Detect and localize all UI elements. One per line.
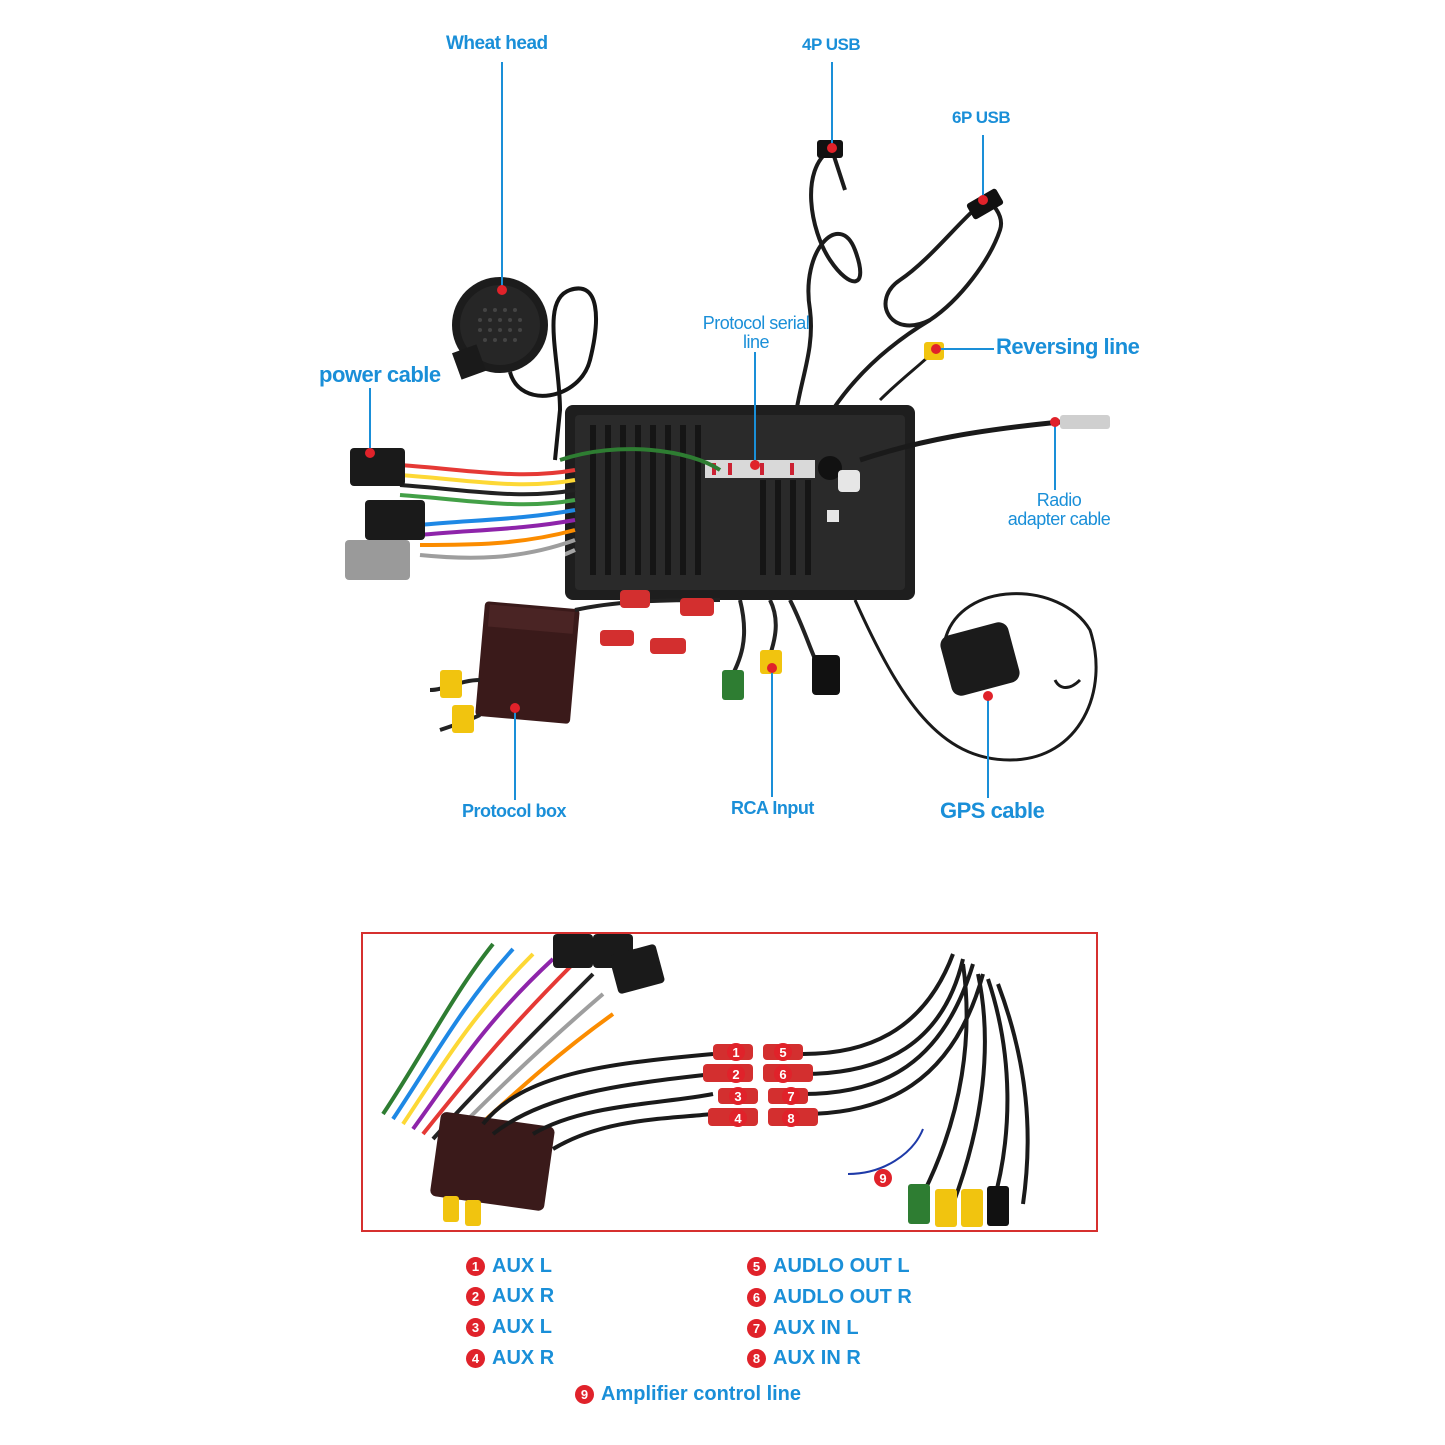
wheat-head-cable <box>508 286 598 461</box>
legend-item-7: 7 AUX IN L <box>747 1317 859 1340</box>
gps-antenna <box>853 592 1098 762</box>
legend-text: AUX L <box>492 1316 552 1338</box>
legend-item-2: 2 AUX R <box>466 1285 554 1308</box>
head-unit-illustration <box>345 62 1110 800</box>
power-connector-1 <box>350 448 405 486</box>
legend-number: 1 <box>466 1257 485 1276</box>
legend-number: 9 <box>575 1385 594 1404</box>
legend-text: AUX IN R <box>773 1347 861 1369</box>
marker-6: 6 <box>779 1067 786 1082</box>
rca-detail-illustration: 1 5 2 6 3 7 4 8 9 <box>381 934 1030 1227</box>
protocol-box <box>475 601 580 724</box>
legend-item-4: 4 AUX R <box>466 1347 554 1370</box>
marker-1: 1 <box>732 1045 739 1060</box>
marker-2: 2 <box>732 1067 739 1082</box>
legend-text: AUX R <box>492 1347 555 1369</box>
legend-item-8: 8 AUX IN R <box>747 1347 861 1370</box>
marker-5: 5 <box>779 1045 786 1060</box>
legend-number: 7 <box>747 1319 766 1338</box>
radio-adapter-cable <box>859 415 1110 463</box>
label-protocol-serial-line: Protocol serial line <box>696 314 816 352</box>
legend-item-3: 3 AUX L <box>466 1316 552 1339</box>
marker-9: 9 <box>879 1171 886 1186</box>
leader-markers <box>365 143 1060 713</box>
legend-number: 5 <box>747 1257 766 1276</box>
marker-4: 4 <box>734 1111 742 1126</box>
legend-item-9: 9 Amplifier control line <box>575 1383 801 1406</box>
marker-7: 7 <box>787 1089 794 1104</box>
label-protocol-serial-line-2: line <box>742 332 770 352</box>
legend-number: 4 <box>466 1349 485 1368</box>
label-radio-adapter-1: Radio <box>1036 490 1082 510</box>
legend-number: 8 <box>747 1349 766 1368</box>
power-harness <box>399 447 722 574</box>
legend-number: 2 <box>466 1287 485 1306</box>
legend-number: 6 <box>747 1288 766 1307</box>
label-4p-usb: 4P USB <box>802 35 861 54</box>
wheat-head-speaker <box>451 277 548 380</box>
legend-number: 3 <box>466 1318 485 1337</box>
legend-text: AUX R <box>492 1285 555 1307</box>
label-rca-input: RCA Input <box>731 798 814 818</box>
legend-text: AUX L <box>492 1255 552 1277</box>
leader-lines <box>369 62 1056 800</box>
legend-text: AUDLO OUT R <box>773 1286 912 1308</box>
usb-4p-cable <box>793 148 863 421</box>
legend-text: Amplifier control line <box>601 1383 802 1405</box>
label-wheat-head: Wheat head <box>446 33 548 54</box>
label-protocol-box: Protocol box <box>462 801 567 821</box>
rca-detail-frame: 1 5 2 6 3 7 4 8 9 <box>361 932 1098 1232</box>
label-protocol-serial-line-1: Protocol serial <box>702 313 810 333</box>
label-6p-usb: 6P USB <box>952 108 1011 127</box>
head-unit-body <box>565 405 915 600</box>
legend-text: AUDLO OUT L <box>773 1255 910 1277</box>
legend-item-1: 1 AUX L <box>466 1255 552 1278</box>
legend-text: AUX IN L <box>773 1317 859 1339</box>
legend-item-5: 5 AUDLO OUT L <box>747 1255 910 1278</box>
inset-number-markers: 1 5 2 6 3 7 4 8 9 <box>727 1043 892 1187</box>
protocol-box-rca <box>429 670 481 733</box>
marker-3: 3 <box>734 1089 741 1104</box>
label-power-cable: power cable <box>319 362 441 387</box>
label-radio-adapter-cable: Radio adapter cable <box>996 491 1122 529</box>
rca-cables <box>574 590 840 700</box>
label-radio-adapter-2: adapter cable <box>1007 509 1111 529</box>
label-reversing-line: Reversing line <box>996 334 1140 359</box>
power-connector-2 <box>365 500 425 540</box>
label-gps-cable: GPS cable <box>940 798 1045 823</box>
marker-8: 8 <box>787 1111 794 1126</box>
power-connector-3 <box>345 540 410 580</box>
legend-item-6: 6 AUDLO OUT R <box>747 1286 912 1309</box>
